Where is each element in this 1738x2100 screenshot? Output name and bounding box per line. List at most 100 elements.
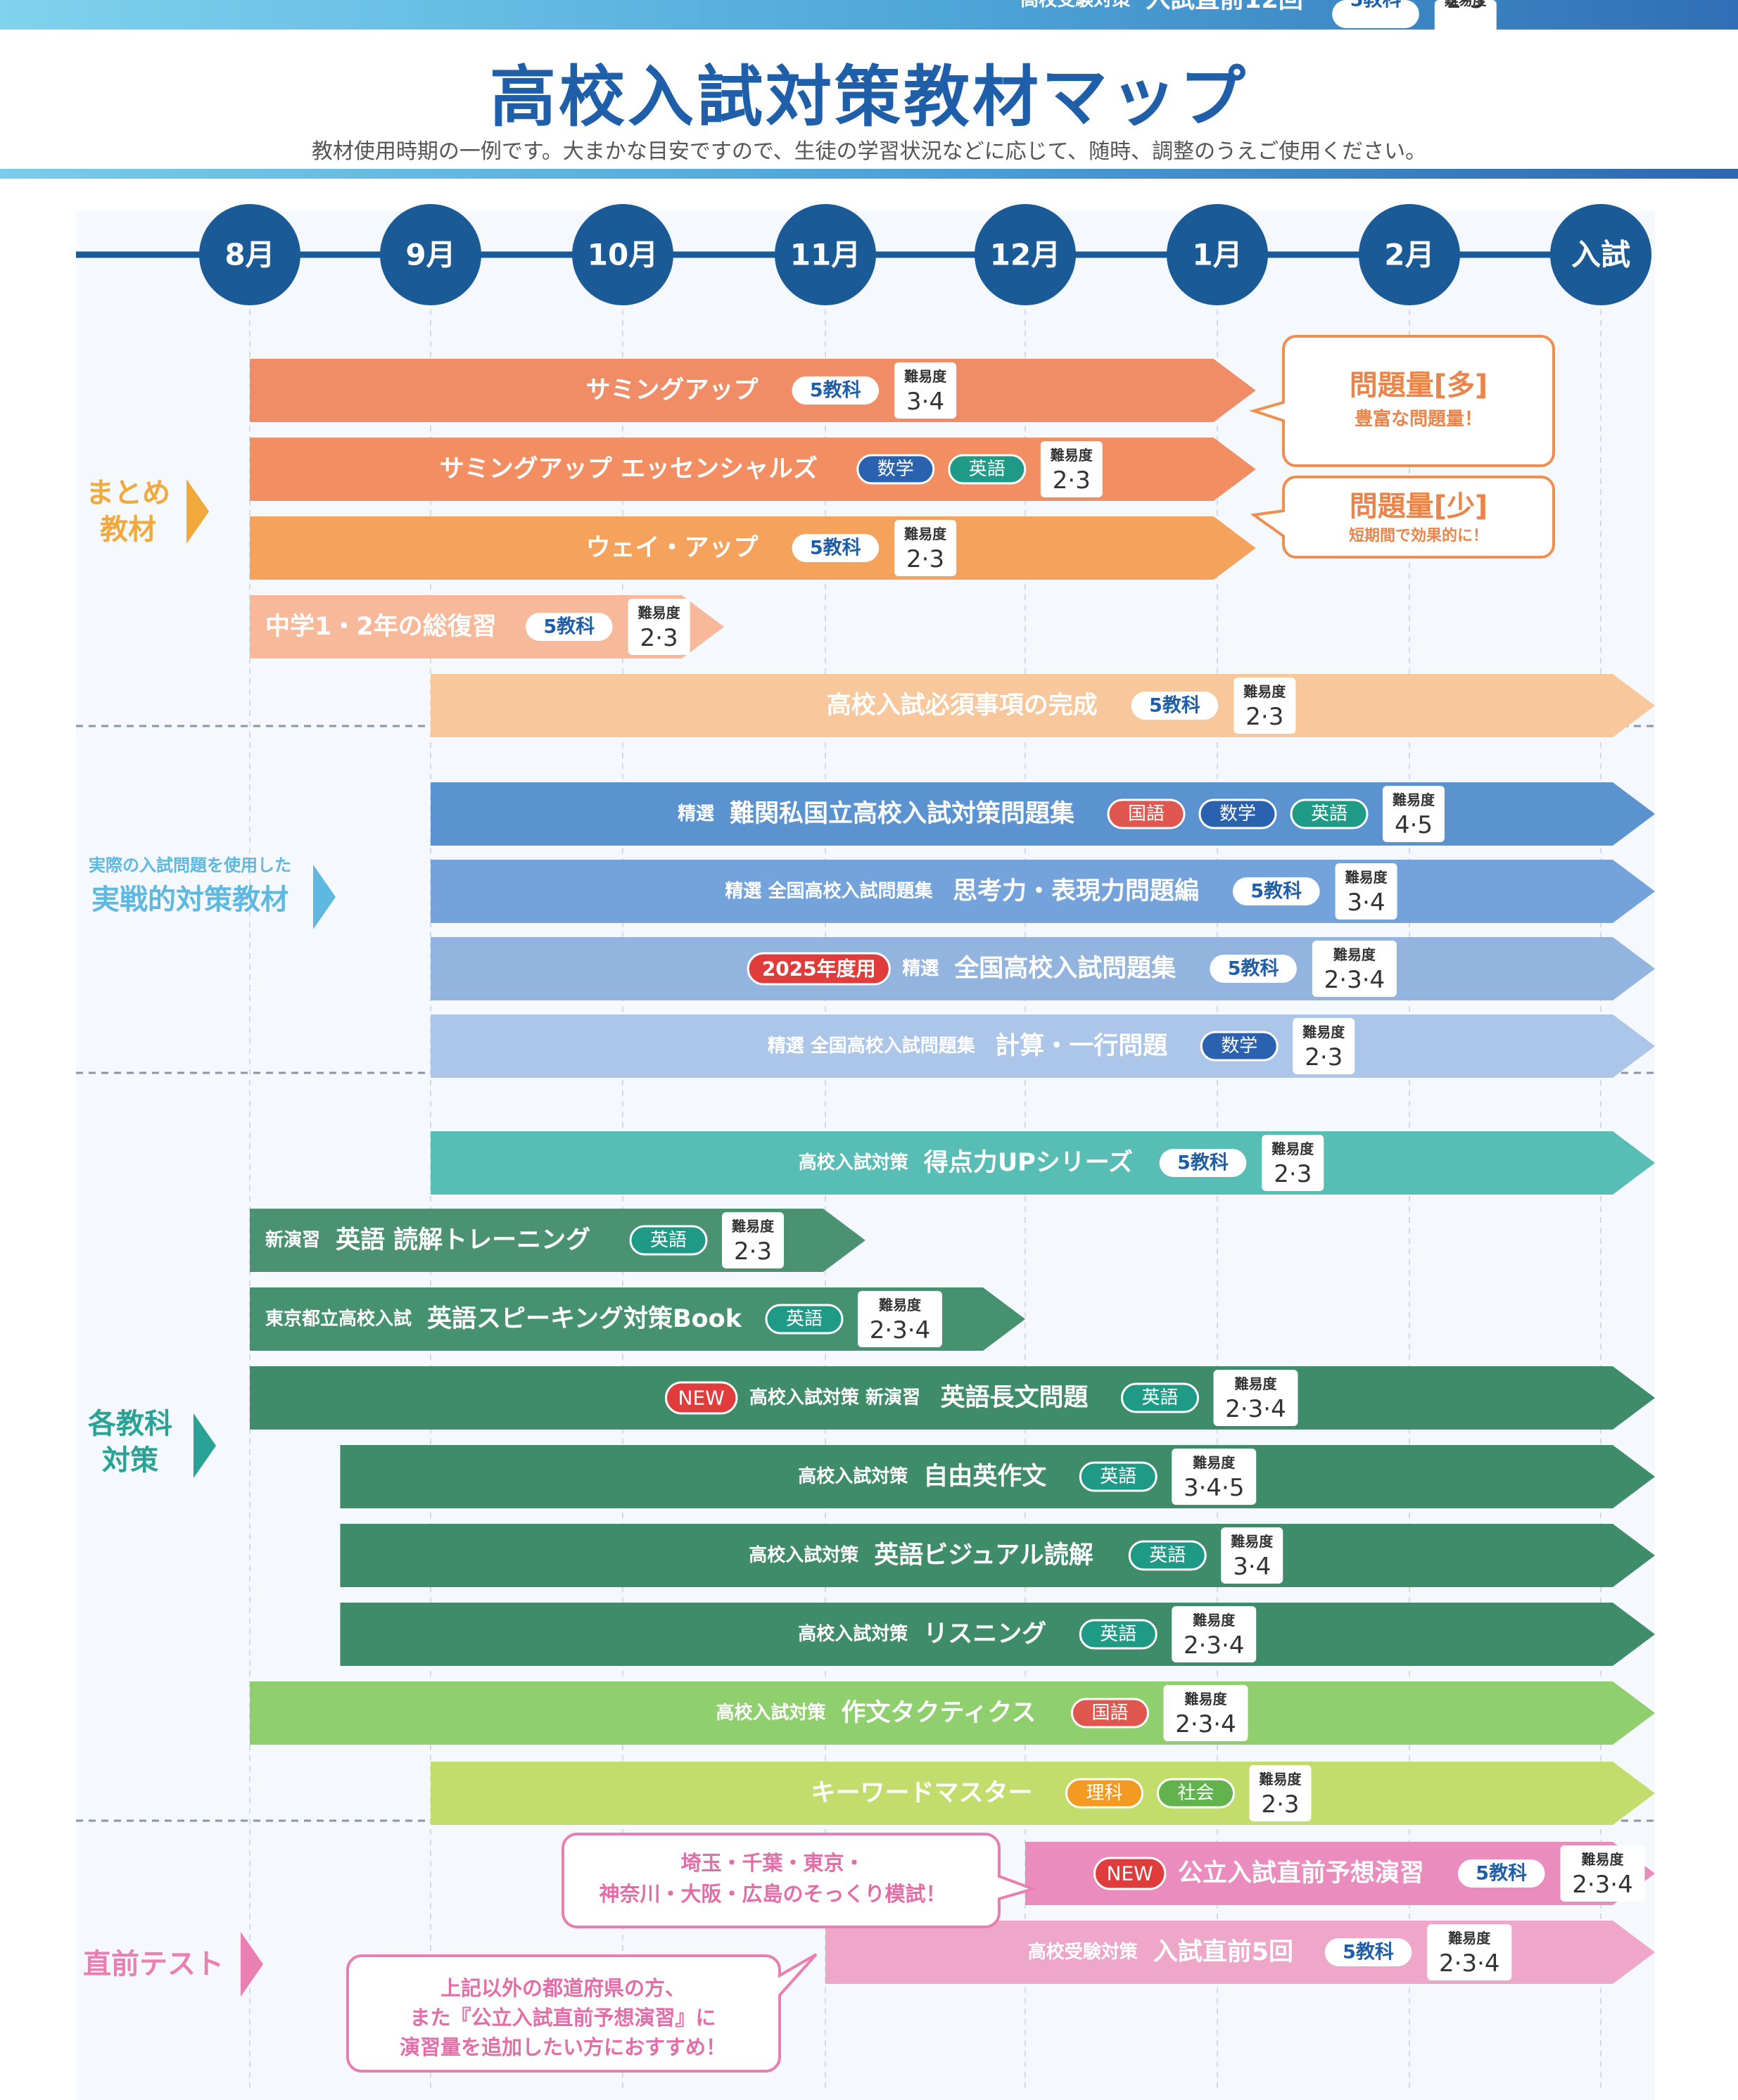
bar-2-difficulty-label: 難易度 [904, 526, 947, 542]
bar-1-badge-2-bg [948, 454, 1027, 485]
bar-9-badge-2: 5教科 [1177, 1152, 1229, 1174]
bar-1-badge-1-bg [856, 454, 935, 485]
bar-16-difficulty-label: 難易度 [1185, 1691, 1228, 1707]
bar-3-difficulty: 2·3 [640, 624, 678, 652]
bar-19-badge-2-bg [1324, 1938, 1412, 1966]
bar-6-difficulty-box [1335, 863, 1397, 919]
bar-6-title: 思考力・表現力問題編 [953, 877, 1199, 905]
bar-1-difficulty-box [1040, 441, 1103, 497]
bar-5-difficulty-label: 難易度 [1393, 791, 1435, 808]
bar-5: 精選難関私国立高校入試対策問題集国語数学英語難易度4·5 [431, 782, 1655, 846]
bar-15-difficulty: 2·3·4 [1184, 1631, 1245, 1660]
callout-others-text-1: また『公立入試直前予想演習』に [410, 2006, 716, 2030]
bar-0-difficulty-box [894, 362, 957, 419]
category-test-label-0: 直前テスト [83, 1948, 224, 1980]
bar-15-difficulty-label: 難易度 [1193, 1612, 1236, 1629]
bar-13-badge-2-bg [1079, 1461, 1157, 1492]
bar-12-difficulty-box [1213, 1370, 1298, 1426]
month-label-2: 10月 [588, 238, 658, 272]
bar-14-difficulty-label: 難易度 [1231, 1533, 1274, 1550]
bar-10-arrow [250, 1209, 865, 1272]
bar-13-difficulty: 3·4·5 [1184, 1474, 1245, 1502]
bar-0-badge-1-bg [792, 376, 880, 405]
category-subject-label-1: 対策 [102, 1444, 158, 1477]
month-circle-2 [572, 204, 673, 305]
bar-1-arrow [250, 438, 1256, 501]
bar-20-difficulty-box [1434, 0, 1497, 56]
bar-5-title: 難関私国立高校入試対策問題集 [730, 800, 1074, 828]
callout-few-box [1250, 476, 1555, 559]
bar-7-tag: 2025年度用 [762, 957, 876, 981]
bar-11-difficulty: 2·3·4 [870, 1316, 931, 1344]
bar-5-badge-2: 国語 [1128, 803, 1165, 825]
bar-3-badge-1-bg [526, 613, 613, 641]
bar-16-title: 作文タクティクス [842, 1699, 1036, 1727]
bar-11-difficulty-label: 難易度 [879, 1297, 922, 1313]
bar-17-badge-2-bg [1157, 1778, 1235, 1809]
bar-13-series-prefix: 高校入試対策 [798, 1465, 908, 1487]
bar-20-difficulty-label: 難易度 [1445, 0, 1488, 8]
bar-8-badge-2: 数学 [1221, 1036, 1257, 1057]
bar-14-difficulty-box [1221, 1527, 1283, 1584]
bar-12-tag-bg [665, 1381, 738, 1415]
bar-12-series-prefix: 高校入試対策 新演習 [749, 1387, 920, 1408]
bar-5-badge-4: 英語 [1311, 803, 1347, 825]
bar-1-badge-2: 英語 [969, 459, 1006, 480]
bar-14-title: 英語ビジュアル読解 [874, 1541, 1093, 1570]
bar-9-arrow [431, 1131, 1655, 1195]
month-label-0: 8月 [224, 238, 274, 272]
bar-0-badge-1: 5教科 [810, 380, 861, 402]
bar-5-badge-4-bg [1290, 798, 1369, 829]
bar-0-difficulty: 3·4 [906, 388, 944, 416]
bar-13-difficulty-box [1172, 1449, 1257, 1505]
month-label-4: 12月 [990, 238, 1060, 272]
bar-15-badge-2-bg [1079, 1619, 1157, 1650]
bar-5-arrow [431, 782, 1655, 846]
bar-9-badge-2-bg [1159, 1149, 1247, 1177]
bar-2-difficulty: 2·3 [906, 545, 944, 573]
callout-many-title: 問題量[多] [1350, 369, 1488, 402]
bar-17: キーワードマスター理科社会難易度2·3 [431, 1762, 1655, 1825]
bar-14-difficulty: 3·4 [1233, 1553, 1271, 1581]
category-subject-label-0: 各教科 [88, 1408, 172, 1440]
month-circle-6 [1359, 204, 1460, 305]
bar-16-difficulty-box [1163, 1685, 1248, 1741]
month-circle-5 [1167, 204, 1268, 305]
bar-18-arrow [1025, 1842, 1655, 1905]
bar-12-arrow [250, 1366, 1655, 1430]
bar-16-arrow [250, 1681, 1655, 1745]
bar-11-series-prefix: 東京都立高校入試 [265, 1308, 412, 1330]
bar-2-difficulty-box [894, 520, 957, 576]
bar-2-arrow [250, 516, 1256, 580]
bar-4-difficulty: 2·3 [1245, 703, 1283, 731]
category-subject-arrow [194, 1413, 216, 1478]
category-test-arrow [241, 1932, 263, 1997]
bar-12-title: 英語長文問題 [941, 1384, 1089, 1412]
bar-18-badge-2-bg [1457, 1859, 1545, 1888]
bar-12-badge-3: 英語 [1141, 1387, 1178, 1408]
bar-1-difficulty-label: 難易度 [1051, 447, 1093, 464]
bar-7-series-prefix: 精選 [902, 958, 939, 979]
bar-10-title: 英語 読解トレーニング [336, 1226, 590, 1254]
bar-17-title: キーワードマスター [811, 1779, 1033, 1807]
bar-0-difficulty-label: 難易度 [904, 368, 947, 385]
bar-7-title: 全国高校入試問題集 [953, 954, 1176, 983]
bar-15-arrow [340, 1603, 1655, 1666]
bar-17-difficulty-box [1249, 1765, 1312, 1821]
bar-14-arrow [340, 1524, 1655, 1587]
bar-4-badge-1: 5教科 [1149, 695, 1200, 717]
bar-7-badge-3-bg [1210, 955, 1297, 983]
month-label-6: 2月 [1384, 238, 1434, 272]
bar-7-difficulty: 2·3·4 [1324, 966, 1385, 994]
bar-12-tag: NEW [678, 1387, 725, 1410]
bar-13-arrow [340, 1445, 1655, 1508]
bar-6-badge-2-bg [1233, 877, 1320, 905]
bar-11-badge-2: 英語 [786, 1309, 823, 1330]
bar-8-difficulty-label: 難易度 [1302, 1024, 1345, 1041]
